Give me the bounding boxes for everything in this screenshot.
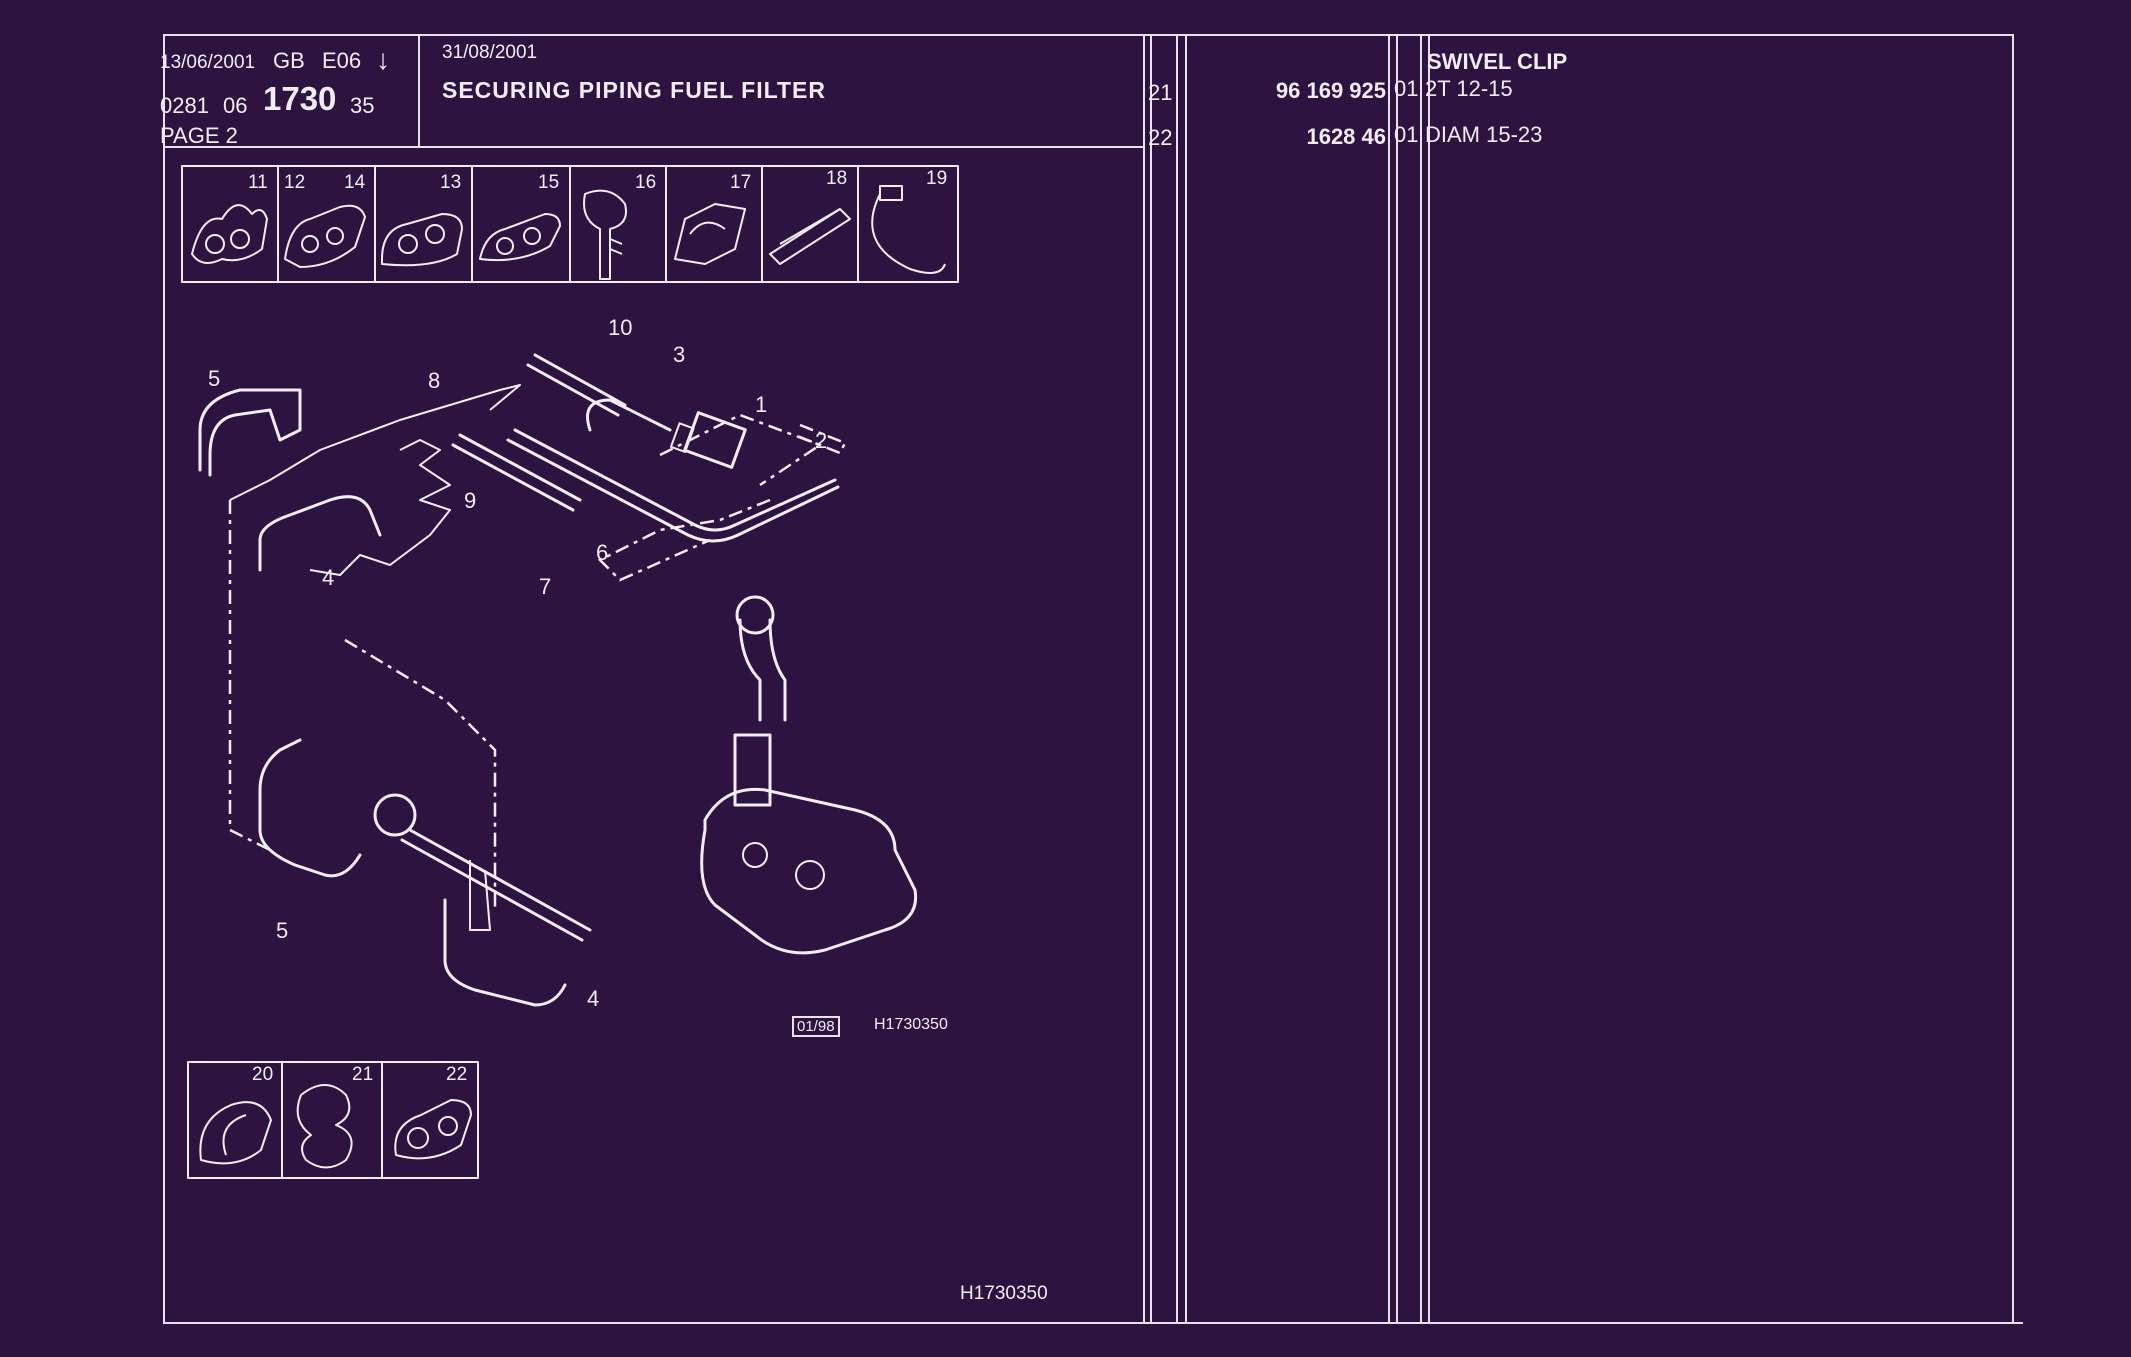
page-title: SECURING PIPING FUEL FILTER — [442, 77, 826, 103]
header-page: PAGE 2 — [160, 123, 238, 148]
item-number: 21 — [1148, 80, 1173, 105]
thumbnail-label: 15 — [538, 172, 560, 193]
thumbnail-label: 17 — [730, 172, 752, 193]
thumbnail-label: 14 — [344, 172, 366, 193]
description-detail: 2T 12-15 — [1425, 76, 1513, 101]
thumbnail-label: 18 — [826, 168, 848, 189]
swivel-clip-icon — [296, 1084, 353, 1169]
part-number: 1628 46 — [1306, 124, 1386, 149]
callout-label: 5 — [276, 918, 289, 943]
thumbnail-label: 20 — [252, 1064, 274, 1085]
thumbnail-label: 19 — [926, 168, 948, 189]
thumbnails-top: 11 12 14 13 15 16 17 18 19 — [180, 164, 960, 284]
callout-label: 6 — [596, 540, 609, 565]
header-date-right: 31/08/2001 — [442, 42, 538, 63]
header-date-left: 13/06/2001 — [160, 52, 256, 73]
rail-clip-icon — [769, 208, 851, 265]
callout-label: 1 — [755, 392, 768, 417]
description: SWIVEL CLIP — [1427, 49, 1568, 74]
thumbnail-label: 11 — [248, 172, 268, 193]
header-ref-c: 35 — [350, 93, 375, 118]
clip-icon — [479, 213, 561, 262]
header-lang: GB — [273, 48, 305, 73]
header-code: E06 — [322, 48, 362, 73]
callout-label: 7 — [539, 574, 552, 599]
thumbnails-bottom: 20 21 22 — [186, 1060, 480, 1180]
clip-icon — [381, 213, 463, 267]
bolt-clip-icon — [583, 189, 627, 280]
diagram-ref: H1730350 — [874, 1016, 948, 1033]
description-detail: DIAM 15-23 — [1425, 122, 1543, 147]
diagram-stamp: 01/98 — [792, 1016, 840, 1037]
thumbnail-strip-bottom — [187, 1061, 479, 1179]
clip-icon — [284, 204, 366, 268]
exploded-diagram: 10 3 1 2 5 8 9 6 4 7 5 4 — [170, 300, 970, 1060]
header-ref-main: 1730 — [263, 80, 337, 117]
thumbnail-label: 22 — [446, 1064, 468, 1085]
thumbnail-label: 16 — [635, 172, 657, 193]
quantity: 01 — [1394, 122, 1419, 147]
down-arrow-icon: ↓ — [376, 44, 390, 75]
part-number: 96 169 925 — [1275, 78, 1386, 103]
callout-label: 4 — [587, 986, 600, 1011]
thumbnail-label: 12 — [284, 172, 306, 193]
clip-icon — [199, 1101, 272, 1165]
header-ref-b: 06 — [223, 93, 248, 118]
callout-label: 8 — [428, 368, 441, 393]
thumbnail-label: 21 — [352, 1064, 374, 1085]
footer-ref: H1730350 — [960, 1283, 1048, 1304]
callout-label: 4 — [322, 565, 335, 590]
tie-strap-icon — [871, 185, 946, 274]
header-ref-a: 0281 — [160, 93, 209, 118]
callout-label: 2 — [815, 428, 828, 453]
thumbnail-strip-top — [181, 165, 959, 283]
fuel-piping-drawing — [198, 353, 918, 1007]
thumbnail-label: 13 — [440, 172, 462, 193]
item-number: 22 — [1148, 125, 1173, 150]
bracket-clip-icon — [674, 203, 746, 265]
clip-icon — [191, 204, 268, 264]
clip-icon — [394, 1099, 472, 1160]
quantity: 01 — [1394, 76, 1419, 101]
callout-label: 10 — [608, 315, 633, 340]
callout-label: 3 — [673, 342, 686, 367]
callout-label: 9 — [464, 488, 477, 513]
callout-label: 5 — [208, 366, 221, 391]
